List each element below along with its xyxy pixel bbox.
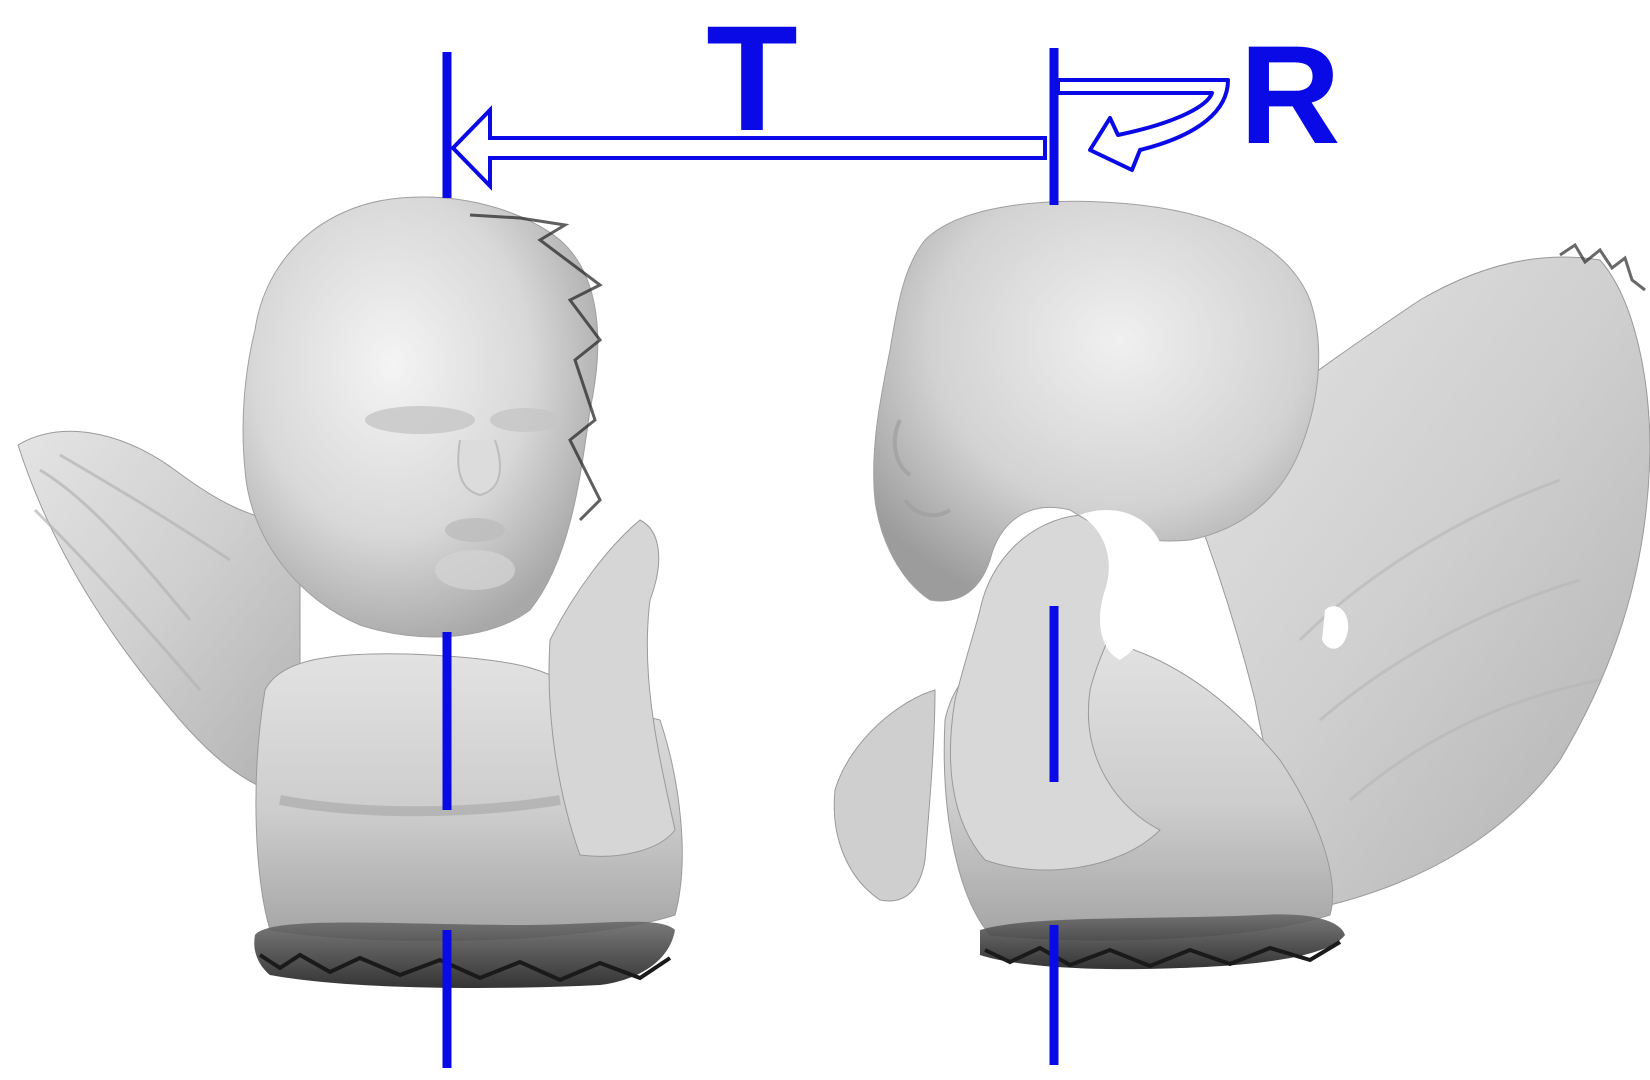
rotation-label: R — [1239, 16, 1340, 173]
left-base — [254, 922, 675, 988]
right-back-fragment — [834, 690, 935, 901]
rotation-arrow — [1058, 80, 1228, 170]
right-cherub-scan — [834, 201, 1650, 969]
left-hand — [549, 520, 675, 856]
left-cherub-scan — [18, 197, 682, 988]
translation-label: T — [706, 0, 798, 162]
